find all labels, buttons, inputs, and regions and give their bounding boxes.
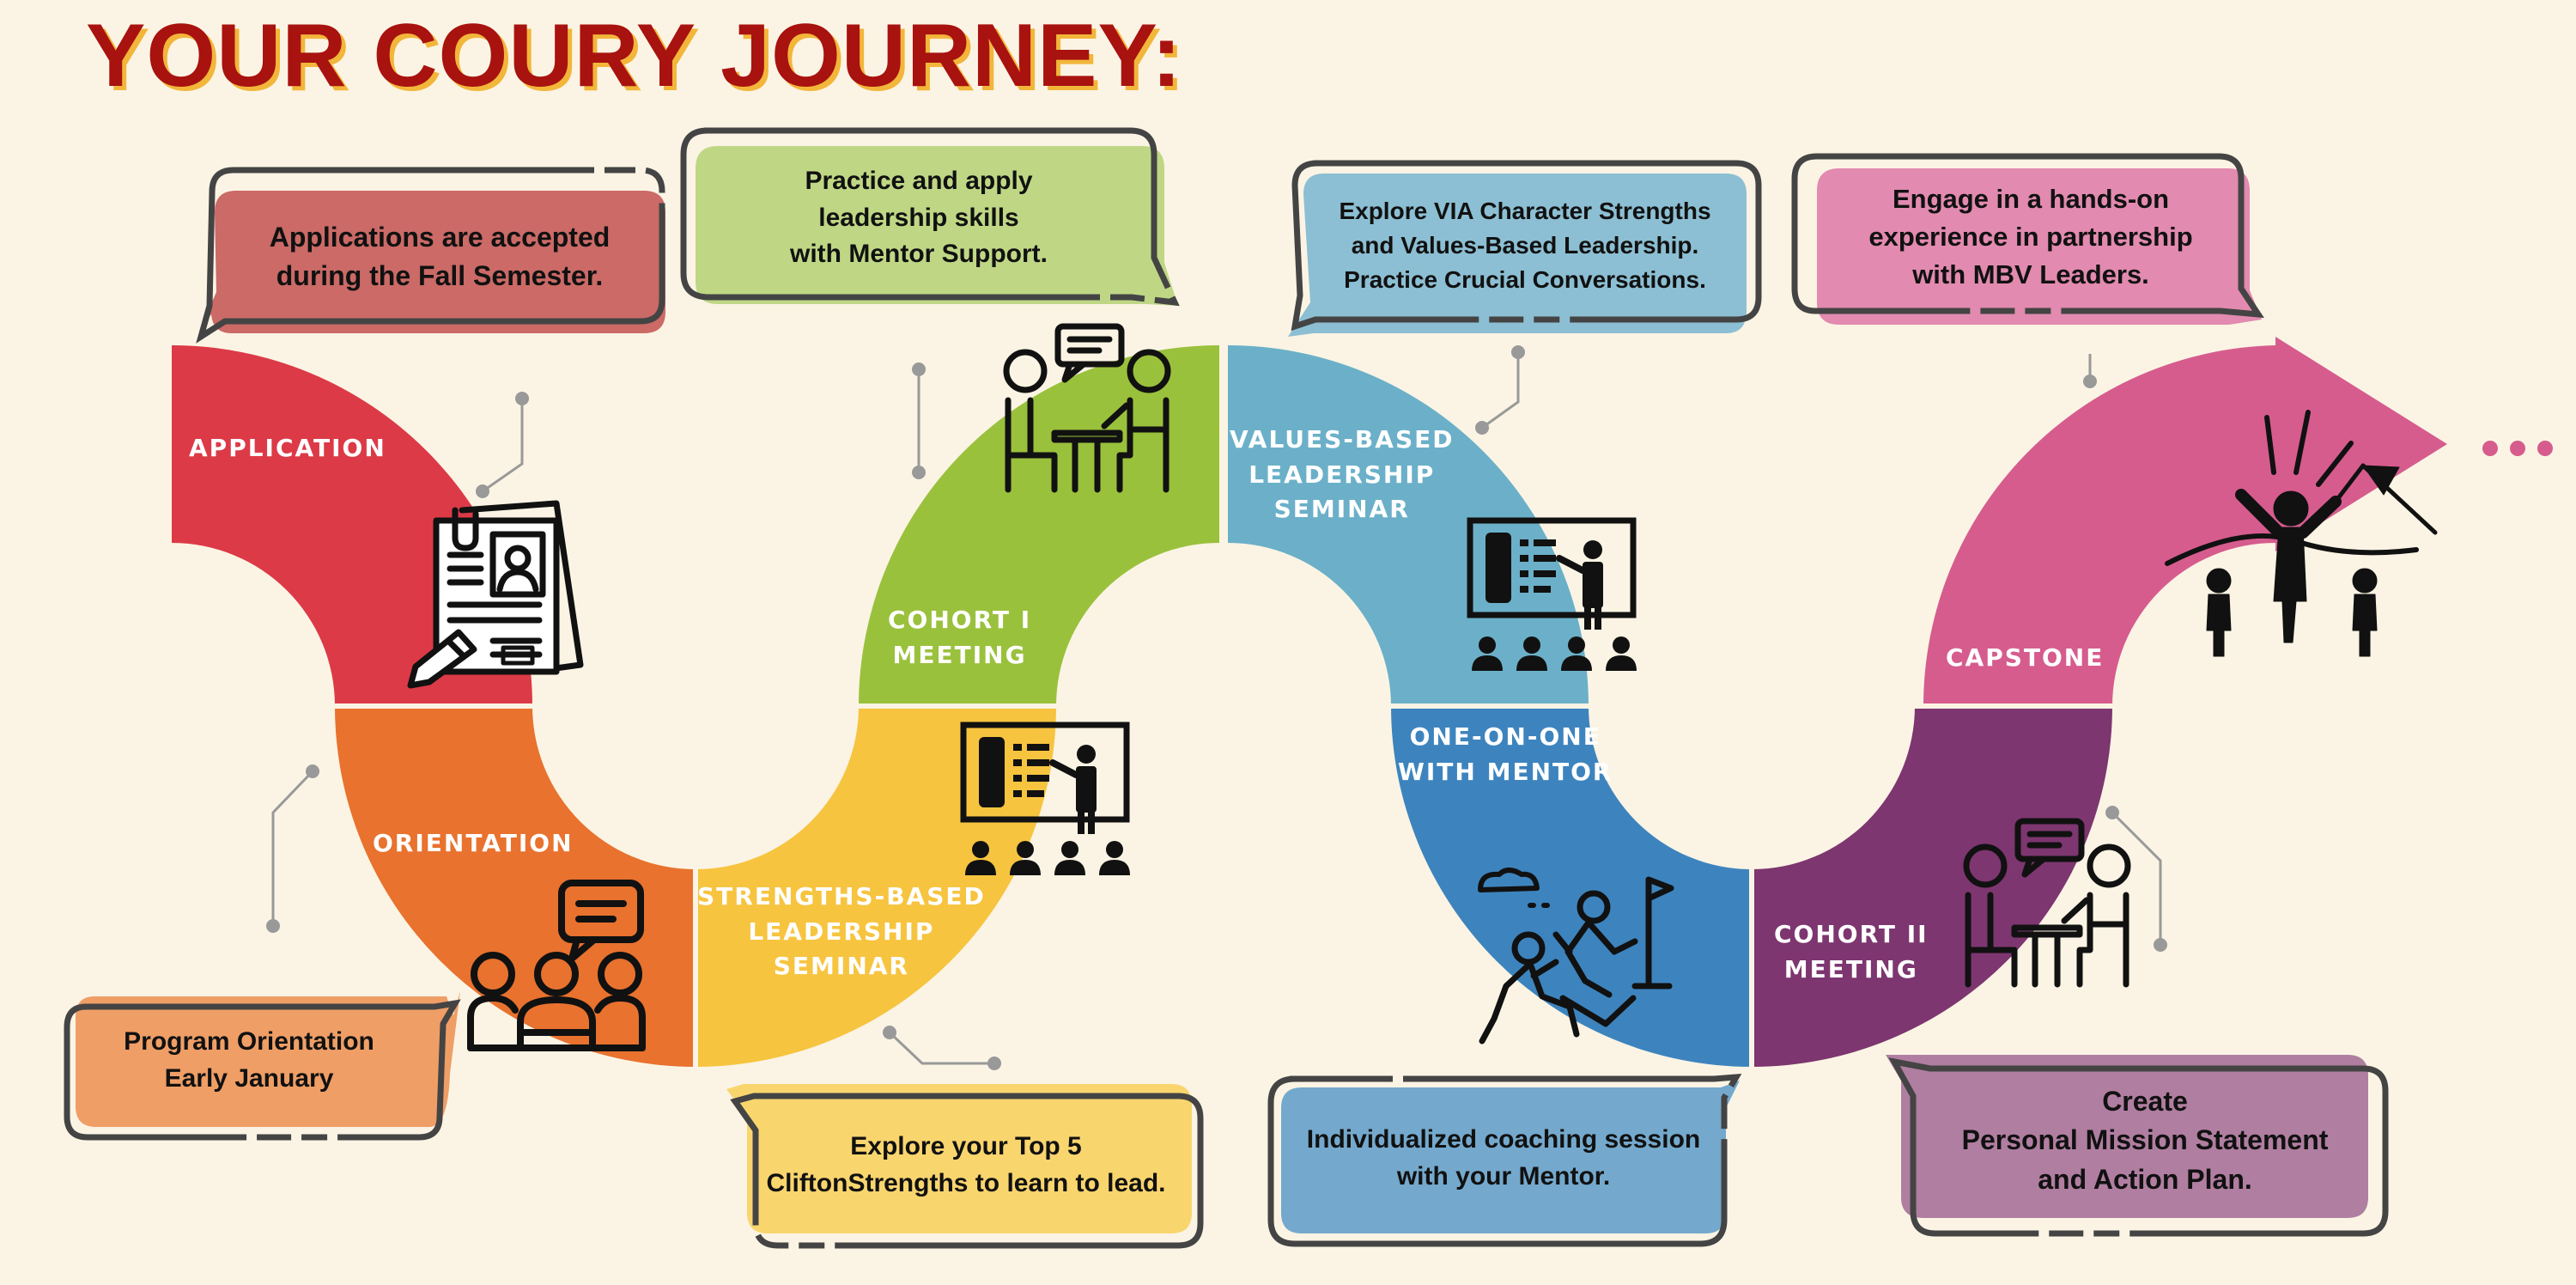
bubble-text-orientation: Program Orientation Early January bbox=[124, 1027, 374, 1093]
segment-label-oneonone: ONE-ON-ONE WITH MENTOR bbox=[1398, 722, 1613, 786]
segment-label-application: APPLICATION bbox=[189, 434, 386, 462]
segment-cohort2 bbox=[1752, 706, 2112, 1067]
bubble-text-oneonone: Individualized coaching session with you… bbox=[1306, 1125, 1701, 1191]
bubble-values bbox=[1288, 160, 1762, 337]
bubble-capstone bbox=[1791, 153, 2264, 325]
bubble-text-values: Explore VIA Character Strengths and Valu… bbox=[1339, 198, 1711, 293]
presentation-seminar-icon bbox=[963, 725, 1130, 875]
bubble-cohort2 bbox=[1886, 1055, 2389, 1237]
page-title: YOUR COURY JOURNEY: bbox=[86, 6, 1182, 106]
segment-label-cohort2: COHORT II MEETING bbox=[1774, 920, 1929, 984]
bubble-text-application: Applications are accepted during the Fal… bbox=[269, 222, 611, 292]
bubble-text-strengths: Explore your Top 5 CliftonStrengths to l… bbox=[766, 1132, 1166, 1197]
bubble-oneonone bbox=[1267, 1073, 1742, 1247]
segment-label-cohort1: COHORT I MEETING bbox=[888, 606, 1032, 669]
bubble-cohort1 bbox=[680, 127, 1180, 307]
segment-label-orientation: ORIENTATION bbox=[373, 829, 574, 857]
segment-label-capstone: CAPSTONE bbox=[1946, 643, 2105, 672]
segment-oneonone bbox=[1391, 706, 1752, 1067]
bubble-orientation bbox=[64, 991, 461, 1141]
segment-label-values: VALUES-BASED LEADERSHIP SEMINAR bbox=[1230, 425, 1455, 524]
group-chat-icon bbox=[467, 880, 646, 1051]
capstone-arrowhead bbox=[2275, 337, 2447, 551]
continuation-dots-icon bbox=[2482, 441, 2553, 456]
segment-orientation bbox=[335, 706, 696, 1067]
mountain-climb-icon bbox=[1478, 868, 1674, 1044]
connector-lines bbox=[271, 352, 2162, 1065]
bubble-application bbox=[196, 167, 665, 344]
finish-line-winner-icon bbox=[2165, 410, 2438, 657]
segment-label-strengths: STRENGTHS-BASED LEADERSHIP SEMINAR bbox=[697, 882, 986, 981]
segment-capstone bbox=[1923, 345, 2275, 706]
bubble-text-cohort2: Create Personal Mission Statement and Ac… bbox=[1961, 1086, 2329, 1195]
application-document-icon bbox=[407, 500, 584, 689]
bubble-strengths bbox=[726, 1084, 1204, 1249]
bubble-text-capstone: Engage in a hands-on experience in partn… bbox=[1868, 184, 2193, 290]
bubble-text-cohort1: Practice and apply leadership skills wit… bbox=[790, 167, 1048, 269]
